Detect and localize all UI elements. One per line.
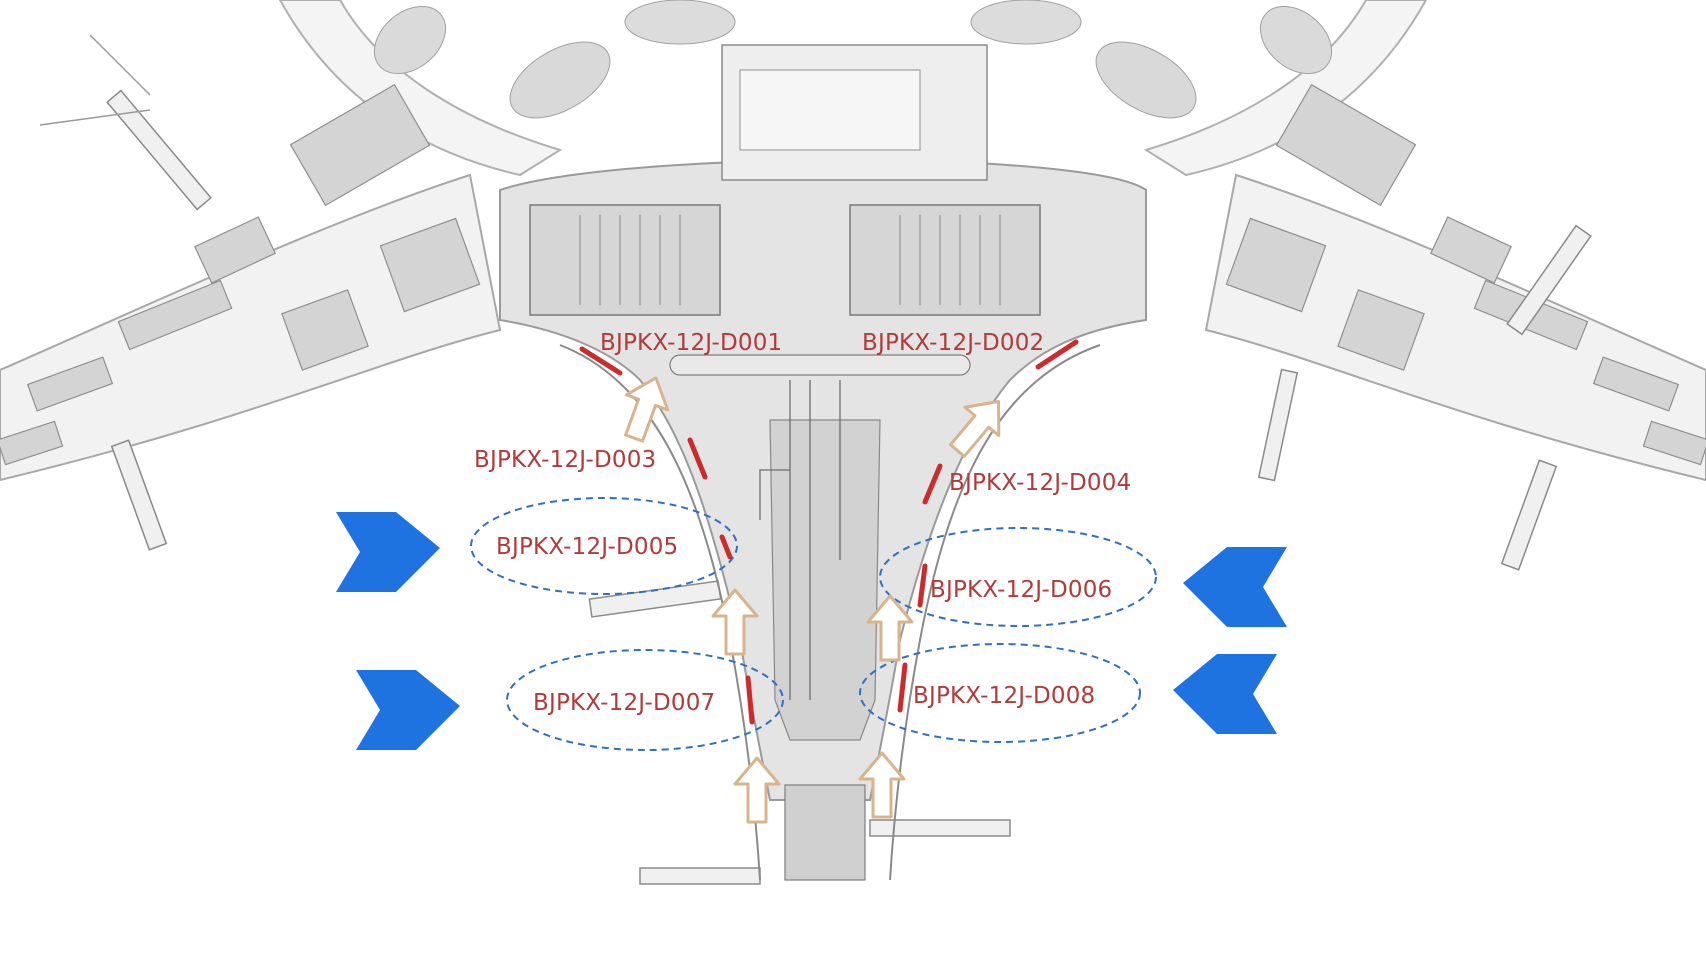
courtyard-right-1 <box>1095 41 1197 119</box>
central-pier <box>769 419 881 741</box>
courtyard-left-2 <box>624 0 736 45</box>
y-edge-right <box>889 344 1101 881</box>
outlined-up-arrow-icon <box>866 594 914 662</box>
flow-arrows <box>624 376 1001 824</box>
pier-line-1 <box>39 109 151 126</box>
highlight-ellipses <box>470 497 1157 751</box>
door-label-d002: BJPKX-12J-D002 <box>862 330 1044 356</box>
pier-line-2 <box>89 34 151 96</box>
door-label-d001: BJPKX-12J-D001 <box>600 330 782 356</box>
door-label-d003: BJPKX-12J-D003 <box>474 447 656 473</box>
outlined-up-arrow-icon <box>711 588 759 656</box>
courtyard-right-2 <box>970 0 1082 45</box>
plan-background <box>0 0 1706 885</box>
outlined-up-arrow-icon <box>858 751 906 819</box>
door-marker-d008 <box>897 662 908 713</box>
door-marker-d004 <box>922 463 943 505</box>
door-marker-d005 <box>719 534 733 560</box>
hall-left <box>529 204 721 316</box>
pier-lines <box>759 380 841 700</box>
highlight-ellipse-d005 <box>470 497 738 595</box>
bottom-station <box>784 784 866 881</box>
door-marker-d001 <box>579 346 623 376</box>
blue-chevron-arrow-icon <box>1173 654 1277 734</box>
door-marker-d002 <box>1035 339 1079 370</box>
door-marker-d003 <box>687 437 708 480</box>
door-label-d005: BJPKX-12J-D005 <box>496 534 678 560</box>
blue-chevron-arrow-icon <box>336 512 440 592</box>
outlined-up-arrow-icon <box>949 399 1001 458</box>
outlined-up-arrow-icon <box>733 756 781 824</box>
side-blocks-left <box>0 83 481 466</box>
door-marker-d006 <box>917 563 928 608</box>
courtyard-far-left <box>373 6 447 74</box>
hall-stripes <box>579 215 1001 305</box>
connector-bar <box>669 354 971 376</box>
courtyard-left-1 <box>509 41 611 119</box>
highlight-ellipse-d006 <box>879 527 1157 627</box>
courtyard-far-right <box>1259 6 1333 74</box>
door-labels: BJPKX-12J-D001 BJPKX-12J-D002 BJPKX-12J-… <box>474 330 1131 716</box>
outlined-up-arrow-icon <box>624 376 670 443</box>
blue-chevron-arrow-icon <box>1183 547 1287 627</box>
highlight-ellipse-d007 <box>506 649 784 751</box>
door-label-d008: BJPKX-12J-D008 <box>913 683 1095 709</box>
door-label-d004: BJPKX-12J-D004 <box>949 470 1131 496</box>
highlight-ellipse-d008 <box>859 643 1141 743</box>
concourse-arm-left <box>0 173 502 482</box>
hall-right <box>849 204 1041 316</box>
door-label-d006: BJPKX-12J-D006 <box>930 577 1112 603</box>
jet-bridges <box>106 89 1592 885</box>
focus-arrows <box>336 512 1287 750</box>
door-label-d007: BJPKX-12J-D007 <box>533 690 715 716</box>
door-marker-d007 <box>745 675 755 725</box>
blue-chevron-arrow-icon <box>356 670 460 750</box>
door-markers <box>579 339 1079 725</box>
top-building-core <box>739 69 921 151</box>
